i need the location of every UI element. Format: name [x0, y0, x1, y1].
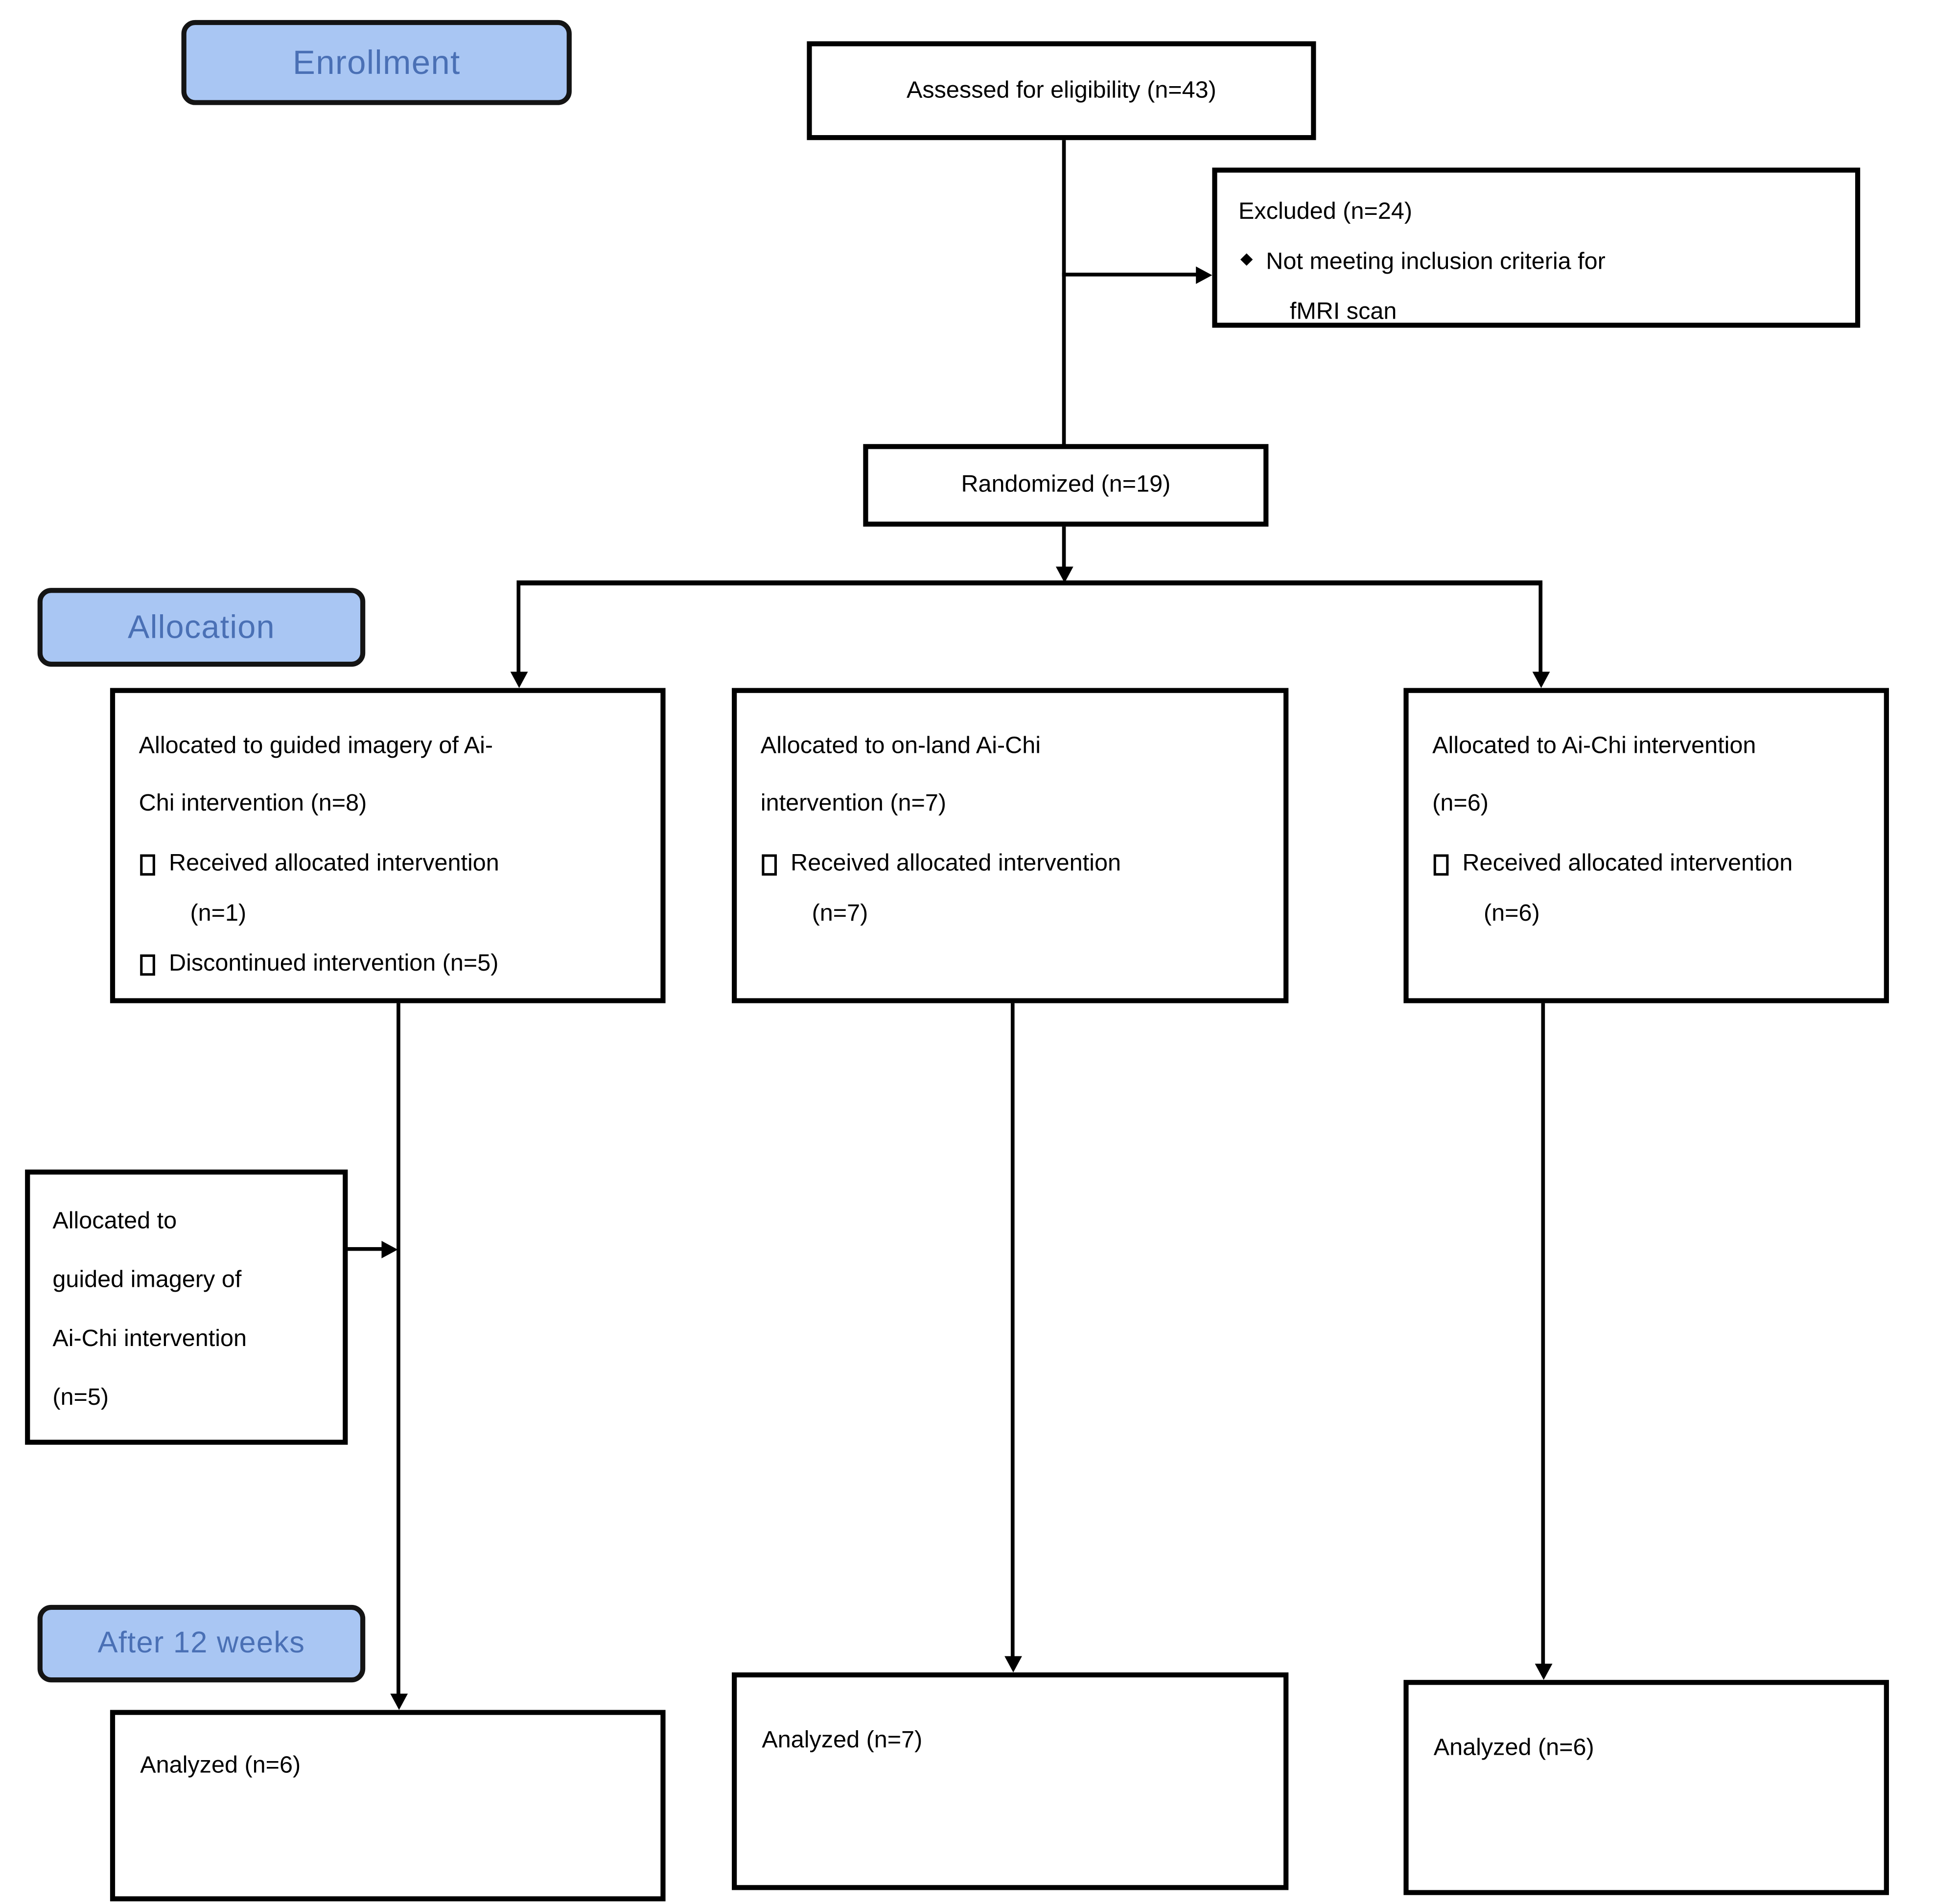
- bullet-square-icon: [140, 954, 155, 976]
- alloc-left-bullet2: Discontinued intervention (n=5): [139, 939, 638, 989]
- stage-label-after-12-weeks: After 12 weeks: [37, 1604, 366, 1683]
- alloc-left-line2: Chi intervention (n=8): [139, 790, 367, 817]
- connector-alloc-mid-analyzed: [1010, 1003, 1015, 1658]
- alloc-left-bullet2-text: Discontinued intervention (n=5): [169, 951, 499, 977]
- allocation-box-on-land: Allocated to on-land Ai-Chi intervention…: [732, 688, 1289, 1003]
- connector-branch-right: [1538, 582, 1543, 673]
- excluded-bullet-continuation: fMRI scan: [1289, 299, 1397, 325]
- arrowhead-into-alloc-left-icon: [510, 672, 528, 688]
- excluded-bullet-text: Not meeting inclusion criteria for: [1266, 249, 1606, 276]
- arrowhead-into-analyzed-mid-icon: [1004, 1656, 1022, 1672]
- branch-horizontal-line: [516, 580, 1543, 586]
- alloc-right-bullet1: Received allocated intervention: [1432, 839, 1862, 889]
- alloc-right-bullet1-text: Received allocated intervention: [1462, 850, 1793, 877]
- arrowhead-into-analyzed-left-icon: [390, 1694, 408, 1710]
- alloc-mid-line1: Allocated to on-land Ai-Chi: [760, 733, 1041, 760]
- alloc-mid-bullet1-cont: (n=7): [812, 901, 868, 927]
- connector-alloc-right-analyzed: [1541, 1003, 1545, 1665]
- alloc-mid-line2: intervention (n=7): [760, 790, 947, 817]
- alloc-mid-bullet1: Received allocated intervention: [761, 839, 1261, 889]
- analyzed-right-text: Analyzed (n=6): [1433, 1735, 1594, 1762]
- connector-to-excluded: [1062, 273, 1199, 277]
- side-box-line3: Ai-Chi intervention: [52, 1325, 247, 1352]
- arrowhead-side-box-icon: [381, 1241, 398, 1258]
- stage-label-enrollment-text: Enrollment: [292, 43, 461, 81]
- arrowhead-branch-junction-icon: [1055, 566, 1073, 583]
- analyzed-box-left: Analyzed (n=6): [110, 1710, 666, 1902]
- alloc-left-bullet1-text: Received allocated intervention: [169, 850, 499, 877]
- alloc-left-bullet1-cont: (n=1): [190, 901, 247, 927]
- analyzed-box-middle: Analyzed (n=7): [732, 1672, 1289, 1890]
- bullet-square-icon: [140, 854, 155, 876]
- allocation-box-guided-imagery: Allocated to guided imagery of Ai- Chi i…: [110, 688, 666, 1003]
- side-box-line1: Allocated to: [52, 1208, 177, 1235]
- analyzed-left-text: Analyzed (n=6): [140, 1752, 301, 1779]
- arrowhead-into-analyzed-right-icon: [1535, 1663, 1553, 1680]
- alloc-right-bullet1-cont: (n=6): [1483, 901, 1540, 927]
- alloc-left-line1: Allocated to guided imagery of Ai-: [139, 733, 493, 760]
- bullet-diamond-icon: [1240, 253, 1253, 266]
- alloc-left-bullet1: Received allocated intervention: [139, 839, 638, 889]
- connector-alloc-left-analyzed: [396, 1003, 400, 1695]
- stage-label-allocation-text: Allocation: [127, 608, 275, 646]
- analyzed-box-right: Analyzed (n=6): [1403, 1680, 1889, 1895]
- side-box-line4: (n=5): [52, 1385, 109, 1411]
- excluded-box: Excluded (n=24) Not meeting inclusion cr…: [1212, 167, 1861, 328]
- bullet-square-icon: [762, 854, 777, 876]
- connector-assessed-randomized: [1062, 140, 1066, 448]
- allocation-box-ai-chi: Allocated to Ai-Chi intervention (n=6) R…: [1403, 688, 1889, 1003]
- connector-side-box: [348, 1247, 383, 1251]
- arrowhead-into-alloc-right-icon: [1532, 672, 1550, 688]
- connector-randomized-branch: [1062, 526, 1066, 568]
- analyzed-mid-text: Analyzed (n=7): [762, 1727, 923, 1754]
- side-box-reallocated-guided-imagery: Allocated to guided imagery of Ai-Chi in…: [25, 1169, 348, 1445]
- stage-label-allocation: Allocation: [37, 588, 366, 667]
- alloc-mid-bullet1-text: Received allocated intervention: [791, 850, 1121, 877]
- excluded-title: Excluded (n=24): [1238, 199, 1413, 226]
- assessed-box: Assessed for eligibility (n=43): [807, 41, 1316, 140]
- side-box-line2: guided imagery of: [52, 1267, 242, 1294]
- arrowhead-into-excluded-icon: [1196, 266, 1212, 284]
- stage-label-enrollment: Enrollment: [181, 20, 572, 105]
- randomized-box: Randomized (n=19): [863, 444, 1269, 527]
- assessed-text: Assessed for eligibility (n=43): [906, 77, 1216, 103]
- bullet-square-icon: [1433, 854, 1449, 876]
- excluded-bullet-row: Not meeting inclusion criteria for: [1238, 238, 1838, 288]
- alloc-right-line1: Allocated to Ai-Chi intervention: [1432, 733, 1756, 760]
- alloc-right-line2: (n=6): [1432, 790, 1489, 817]
- connector-branch-left: [516, 582, 521, 673]
- randomized-text: Randomized (n=19): [961, 471, 1171, 498]
- stage-label-after-text: After 12 weeks: [97, 1626, 305, 1660]
